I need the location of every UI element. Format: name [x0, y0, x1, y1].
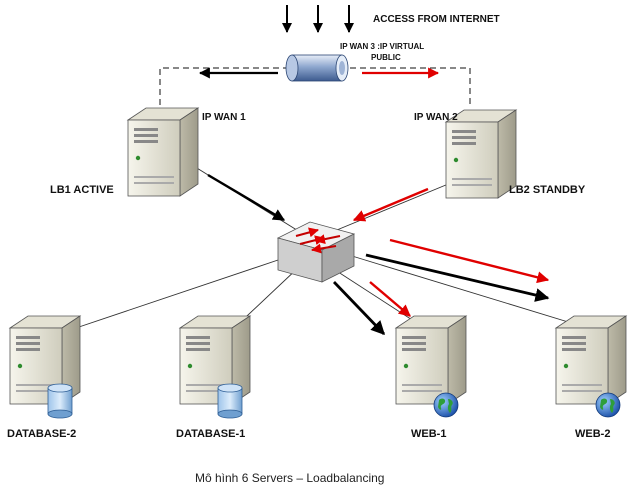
- label-database-2: DATABASE-2: [7, 428, 76, 440]
- label-lb2-standby: LB2 STANDBY: [509, 184, 586, 196]
- server-icon-web2: [555, 315, 627, 405]
- internet-arrows: [282, 5, 354, 33]
- label-web-1: WEB-1: [411, 428, 446, 440]
- label-web-2: WEB-2: [575, 428, 610, 440]
- flow-arrow-web2-black: [365, 253, 550, 302]
- label-lb1-active: LB1 ACTIVE: [50, 184, 114, 196]
- label-ip-wan3-line1: IP WAN 3 :IP VIRTUAL: [340, 42, 424, 51]
- label-ip-wan3-line2: PUBLIC: [371, 53, 401, 62]
- database-icon-db2: [47, 383, 73, 419]
- globe-icon-web2: [595, 392, 621, 418]
- flow-arrow-web2-red: [389, 238, 550, 284]
- router-tube-icon: [285, 54, 349, 82]
- flow-arrow-lb2-switch: [352, 187, 429, 222]
- label-ip-wan1: IP WAN 1: [202, 112, 246, 123]
- switch-icon: [276, 221, 356, 283]
- label-database-1: DATABASE-1: [176, 428, 245, 440]
- database-icon-db1: [217, 383, 243, 419]
- diagram-caption: Mô hình 6 Servers – Loadbalancing: [195, 471, 384, 485]
- server-icon-lb2: [445, 109, 517, 199]
- flow-arrow-web1-black: [332, 281, 386, 336]
- server-icon-lb1: [127, 107, 199, 197]
- flow-arrow-web1-red: [369, 281, 411, 317]
- label-access-internet: ACCESS FROM INTERNET: [373, 14, 500, 25]
- flow-arrow-lb1-switch: [207, 173, 286, 222]
- label-ip-wan2: IP WAN 2: [414, 112, 458, 123]
- wan-dashed-link: [159, 67, 471, 105]
- server-icon-web1: [395, 315, 467, 405]
- globe-icon-web1: [433, 392, 459, 418]
